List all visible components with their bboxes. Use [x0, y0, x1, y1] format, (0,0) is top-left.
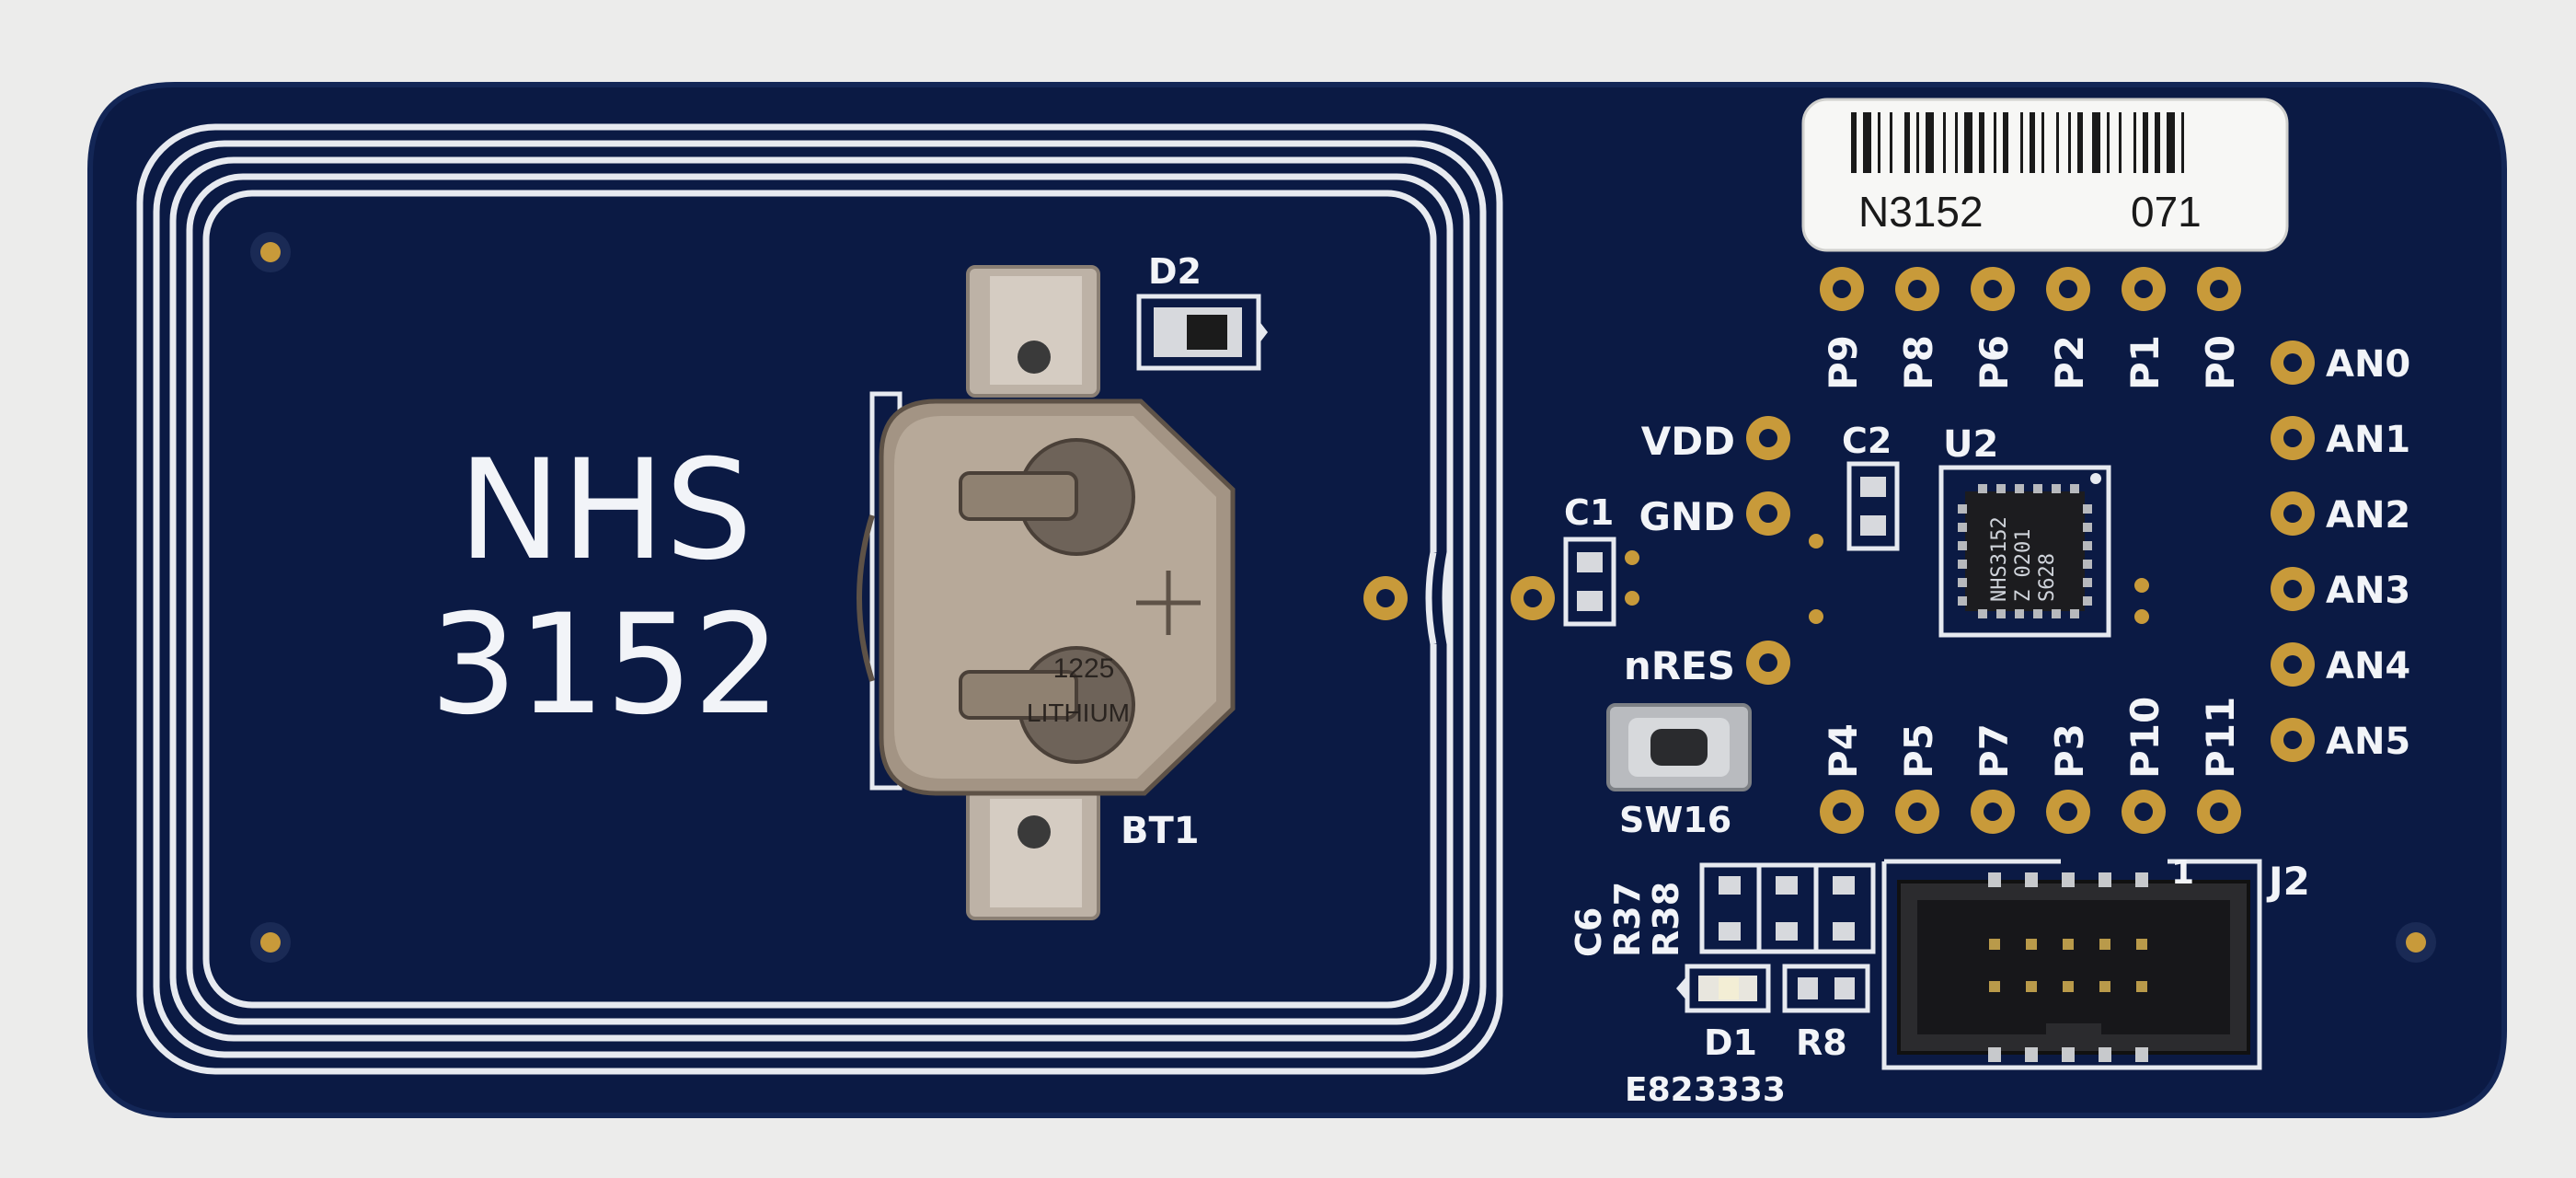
label-c6: C6 [1569, 907, 1609, 957]
label-part-number: E823333 [1625, 1071, 1786, 1109]
pin-label-top: P1 [2122, 335, 2168, 390]
capacitor-c2 [1846, 461, 1900, 551]
title-3152: 3152 [430, 585, 781, 745]
label-r8: R8 [1796, 1022, 1847, 1063]
chip-marking-1: NHS3152 [1988, 516, 2011, 602]
diode-d2 [1136, 294, 1268, 371]
pin-label-top: P6 [1972, 335, 2017, 390]
pin-label-analog: AN3 [2326, 570, 2410, 612]
battery-text: LITHIUM [1027, 699, 1130, 727]
barcode-label: N3152 071 [1801, 98, 2289, 252]
mounting-holes [250, 232, 2436, 963]
pin-label-top: P2 [2047, 335, 2092, 390]
barcode-right-text: 071 [2131, 188, 2202, 236]
label-gnd: GND [1639, 494, 1736, 539]
chip-marking-3: S628 [2036, 553, 2059, 602]
label-sw16: SW16 [1619, 800, 1731, 840]
capacitor-c1 [1563, 537, 1639, 627]
pin-label-analog: AN1 [2326, 419, 2410, 461]
pin-label-analog: AN2 [2326, 494, 2410, 537]
label-vdd: VDD [1641, 419, 1735, 464]
label-j2-pin1: 1 [2171, 854, 2194, 892]
switch-sw16 [1606, 703, 1752, 791]
title-nhs: NHS [458, 431, 753, 591]
led-d1 [1676, 964, 1771, 1013]
pin-label-top: P8 [1896, 335, 1941, 390]
pin-label-bottom: P7 [1972, 723, 2017, 779]
box-header-j2 [1881, 859, 2262, 1070]
pin-label-bottom: P11 [2198, 697, 2243, 779]
label-c2: C2 [1842, 421, 1892, 461]
barcode-left-text: N3152 [1858, 188, 1984, 236]
pcb-board [90, 85, 2504, 1115]
barcode-bars [1851, 112, 2184, 173]
pin-label-analog: AN5 [2326, 721, 2410, 763]
pin-label-bottom: P4 [1821, 723, 1866, 779]
label-r38: R38 [1646, 882, 1686, 957]
label-nres: nRES [1624, 643, 1735, 688]
nfc-antenna-coil [136, 123, 1503, 1075]
label-d2: D2 [1148, 251, 1202, 292]
power-pads [1746, 416, 1790, 685]
pin-label-top: P9 [1821, 335, 1866, 390]
coin-cell-holder-bt1: 1225 LITHIUM [857, 265, 1236, 920]
label-d1: D1 [1704, 1022, 1757, 1063]
battery-code: 1225 [1053, 653, 1115, 684]
label-c1: C1 [1564, 492, 1614, 533]
top-pin-header: P9 P8 P6 P2 P1 P0 [1820, 267, 2243, 390]
label-j2: J2 [2266, 859, 2310, 904]
pin-label-analog: AN0 [2326, 343, 2410, 386]
resistor-r8 [1782, 964, 1870, 1013]
pin-label-bottom: P5 [1896, 723, 1941, 779]
chip-marking-2: Z 0201 [2012, 529, 2035, 602]
bottom-pin-header: P4 P5 P7 P3 P10 P11 [1820, 697, 2243, 834]
pin-label-bottom: P3 [2047, 723, 2092, 779]
passives-c6-r37-r38 [1699, 862, 1876, 954]
pin-label-analog: AN4 [2326, 645, 2410, 687]
pin-label-bottom: P10 [2122, 697, 2168, 779]
chip-u2: NHS3152 Z 0201 S628 [1938, 465, 2111, 638]
label-r37: R37 [1607, 882, 1648, 957]
pin-label-top: P0 [2198, 335, 2243, 390]
label-bt1: BT1 [1121, 810, 1200, 852]
label-u2: U2 [1943, 423, 1998, 466]
